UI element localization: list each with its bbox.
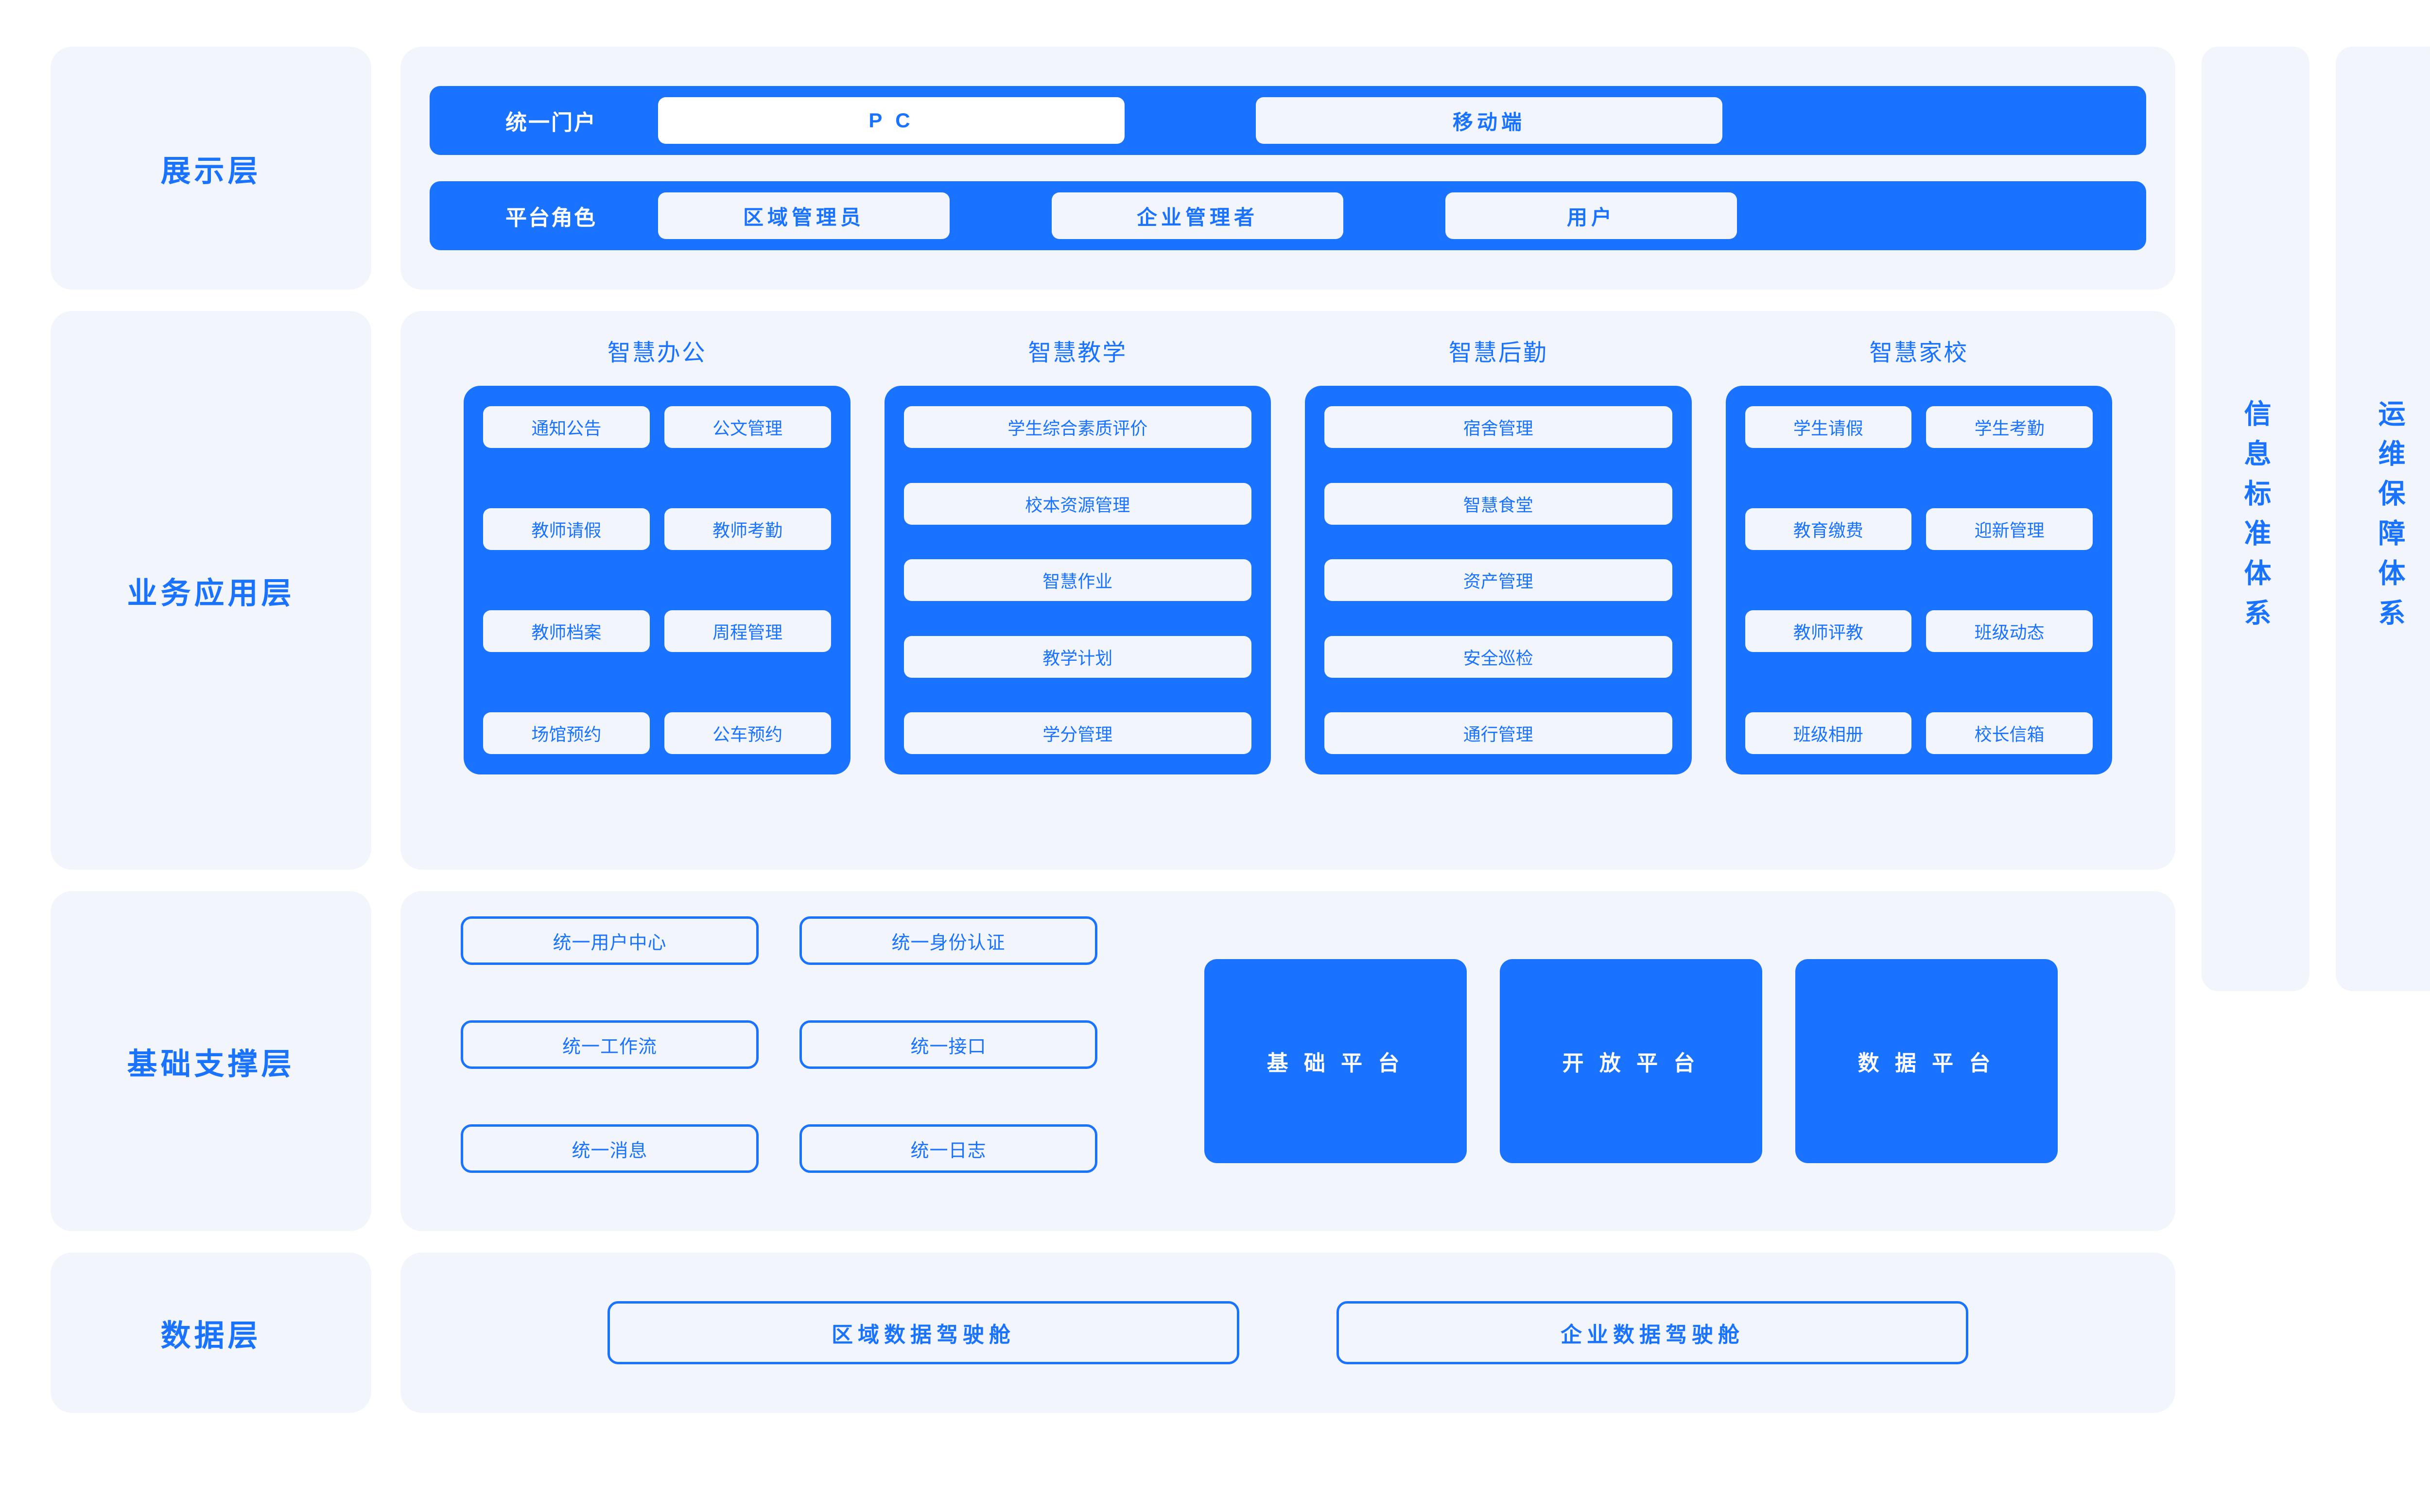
platform-blocks: 基 础 平 台 开 放 平 台 数 据 平 台 bbox=[1136, 959, 2115, 1163]
biz-item-notice[interactable]: 通知公告 bbox=[483, 406, 650, 448]
service-unified-message[interactable]: 统一消息 bbox=[461, 1124, 759, 1173]
biz-item-student-leave[interactable]: 学生请假 bbox=[1745, 406, 1912, 448]
presentation-content: 统一门户 P C 移动端 平台角色 区域管理员 企业管理者 用户 bbox=[400, 47, 2175, 290]
biz-item-bus-booking[interactable]: 公车预约 bbox=[664, 712, 831, 754]
layer-label-business-application: 业务应用层 bbox=[51, 311, 371, 870]
platform-open[interactable]: 开 放 平 台 bbox=[1500, 959, 1762, 1163]
biz-item-safety-inspection[interactable]: 安全巡检 bbox=[1324, 636, 1672, 678]
service-unified-interface[interactable]: 统一接口 bbox=[799, 1020, 1097, 1069]
layer-label-data: 数据层 bbox=[51, 1253, 371, 1413]
biz-card: 宿舍管理 智慧食堂 资产管理 安全巡检 通行管理 bbox=[1305, 386, 1692, 774]
biz-card: 学生综合素质评价 校本资源管理 智慧作业 教学计划 学分管理 bbox=[884, 386, 1271, 774]
layer-label-foundation-support: 基础支撑层 bbox=[51, 891, 371, 1231]
layer-foundation-support: 基础支撑层 统一用户中心 统一身份认证 统一工作流 统一接口 统一消息 统一日志… bbox=[51, 891, 2175, 1231]
unified-portal-title: 统一门户 bbox=[505, 111, 597, 135]
biz-group-smart-logistics: 智慧后勤 宿舍管理 智慧食堂 资产管理 安全巡检 通行管理 bbox=[1305, 333, 1692, 774]
platform-data[interactable]: 数 据 平 台 bbox=[1795, 959, 2058, 1163]
biz-item-class-album[interactable]: 班级相册 bbox=[1745, 712, 1912, 754]
biz-group-title: 智慧教学 bbox=[1028, 340, 1128, 366]
biz-item-principal-mailbox[interactable]: 校长信箱 bbox=[1926, 712, 2093, 754]
layer-label-text: 展示层 bbox=[160, 155, 261, 188]
biz-group-title: 智慧办公 bbox=[607, 340, 707, 366]
layers-stack: 展示层 统一门户 P C 移动端 平台角色 区域管理员 企业管理者 用户 bbox=[51, 47, 2175, 1465]
service-unified-log[interactable]: 统一日志 bbox=[799, 1124, 1097, 1173]
biz-item-smart-homework[interactable]: 智慧作业 bbox=[903, 559, 1251, 601]
biz-item-venue-booking[interactable]: 场馆预约 bbox=[483, 712, 650, 754]
data-layer-content: 区域数据驾驶舱 企业数据驾驶舱 bbox=[400, 1253, 2175, 1413]
biz-item-teacher-leave[interactable]: 教师请假 bbox=[483, 508, 650, 550]
biz-group-smart-teaching: 智慧教学 学生综合素质评价 校本资源管理 智慧作业 教学计划 学分管理 bbox=[884, 333, 1271, 774]
unified-portal-bar: 统一门户 P C 移动端 bbox=[430, 86, 2146, 155]
biz-item-teacher-attendance[interactable]: 教师考勤 bbox=[664, 508, 831, 550]
role-chip-user[interactable]: 用户 bbox=[1445, 192, 1737, 239]
role-chip-enterprise-admin[interactable]: 企业管理者 bbox=[1052, 192, 1343, 239]
vertical-bar-label: 信息标准体系 bbox=[2240, 399, 2271, 638]
foundation-support-content: 统一用户中心 统一身份认证 统一工作流 统一接口 统一消息 统一日志 基 础 平… bbox=[400, 891, 2175, 1231]
biz-item-education-payment[interactable]: 教育缴费 bbox=[1745, 508, 1912, 550]
vertical-system-bars: 信息标准体系 运维保障体系 信息安全体系 bbox=[2202, 47, 2430, 1465]
biz-item-weekly-schedule[interactable]: 周程管理 bbox=[664, 610, 831, 652]
biz-card: 通知公告 公文管理 教师请假 教师考勤 教师档案 周程管理 场馆预约 公车预约 bbox=[464, 386, 850, 774]
layer-label-presentation: 展示层 bbox=[51, 47, 371, 290]
vertical-bar-operations-assurance-system: 运维保障体系 bbox=[2336, 47, 2430, 991]
portal-chip-mobile[interactable]: 移动端 bbox=[1256, 97, 1722, 144]
biz-item-asset-mgmt[interactable]: 资产管理 bbox=[1324, 559, 1672, 601]
biz-group-title: 智慧后勤 bbox=[1448, 340, 1548, 366]
platform-roles-bar: 平台角色 区域管理员 企业管理者 用户 bbox=[430, 181, 2146, 250]
service-unified-identity-auth[interactable]: 统一身份认证 bbox=[799, 916, 1097, 965]
role-chip-region-admin[interactable]: 区域管理员 bbox=[658, 192, 950, 239]
vertical-bar-label: 运维保障体系 bbox=[2375, 399, 2405, 638]
platform-basic[interactable]: 基 础 平 台 bbox=[1204, 959, 1467, 1163]
biz-item-class-news[interactable]: 班级动态 bbox=[1926, 610, 2093, 652]
biz-item-access-mgmt[interactable]: 通行管理 bbox=[1324, 712, 1672, 754]
service-unified-user-center[interactable]: 统一用户中心 bbox=[461, 916, 759, 965]
platform-role-chips: 区域管理员 企业管理者 用户 bbox=[658, 192, 2132, 239]
biz-item-dormitory-mgmt[interactable]: 宿舍管理 bbox=[1324, 406, 1672, 448]
business-application-content: 智慧办公 通知公告 公文管理 教师请假 教师考勤 教师档案 周程管理 场馆预约 … bbox=[400, 311, 2175, 870]
service-unified-workflow[interactable]: 统一工作流 bbox=[461, 1020, 759, 1069]
biz-item-credit-mgmt[interactable]: 学分管理 bbox=[903, 712, 1251, 754]
biz-card: 学生请假 学生考勤 教育缴费 迎新管理 教师评教 班级动态 班级相册 校长信箱 bbox=[1725, 386, 2112, 774]
biz-group-title: 智慧家校 bbox=[1869, 340, 1969, 366]
biz-item-student-quality-eval[interactable]: 学生综合素质评价 bbox=[903, 406, 1251, 448]
portal-chip-pc[interactable]: P C bbox=[658, 97, 1125, 144]
biz-item-teacher-archive[interactable]: 教师档案 bbox=[483, 610, 650, 652]
cockpit-enterprise-data[interactable]: 企业数据驾驶舱 bbox=[1336, 1301, 1968, 1364]
biz-item-smart-canteen[interactable]: 智慧食堂 bbox=[1324, 482, 1672, 525]
platform-roles-title: 平台角色 bbox=[505, 206, 597, 230]
biz-item-document-mgmt[interactable]: 公文管理 bbox=[664, 406, 831, 448]
biz-item-teaching-plan[interactable]: 教学计划 bbox=[903, 636, 1251, 678]
biz-group-smart-home-school: 智慧家校 学生请假 学生考勤 教育缴费 迎新管理 教师评教 班级动态 班级相册 … bbox=[1725, 333, 2112, 774]
biz-item-teacher-evaluation[interactable]: 教师评教 bbox=[1745, 610, 1912, 652]
biz-group-smart-office: 智慧办公 通知公告 公文管理 教师请假 教师考勤 教师档案 周程管理 场馆预约 … bbox=[464, 333, 850, 774]
unified-services-grid: 统一用户中心 统一身份认证 统一工作流 统一接口 统一消息 统一日志 bbox=[461, 916, 1097, 1206]
layer-presentation: 展示层 统一门户 P C 移动端 平台角色 区域管理员 企业管理者 用户 bbox=[51, 47, 2175, 290]
biz-item-enrollment-mgmt[interactable]: 迎新管理 bbox=[1926, 508, 2093, 550]
biz-item-school-resource-mgmt[interactable]: 校本资源管理 bbox=[903, 482, 1251, 525]
portal-device-chips: P C 移动端 bbox=[658, 97, 2132, 144]
layer-label-text: 基础支撑层 bbox=[127, 1048, 295, 1081]
layer-label-text: 数据层 bbox=[160, 1319, 261, 1353]
vertical-bar-information-standard-system: 信息标准体系 bbox=[2202, 47, 2309, 991]
layer-label-text: 业务应用层 bbox=[127, 577, 295, 610]
cockpit-regional-data[interactable]: 区域数据驾驶舱 bbox=[608, 1301, 1239, 1364]
biz-item-student-attendance[interactable]: 学生考勤 bbox=[1926, 406, 2093, 448]
layer-business-application: 业务应用层 智慧办公 通知公告 公文管理 教师请假 教师考勤 教师档案 周程管理… bbox=[51, 311, 2175, 870]
layer-data: 数据层 区域数据驾驶舱 企业数据驾驶舱 bbox=[51, 1253, 2175, 1413]
